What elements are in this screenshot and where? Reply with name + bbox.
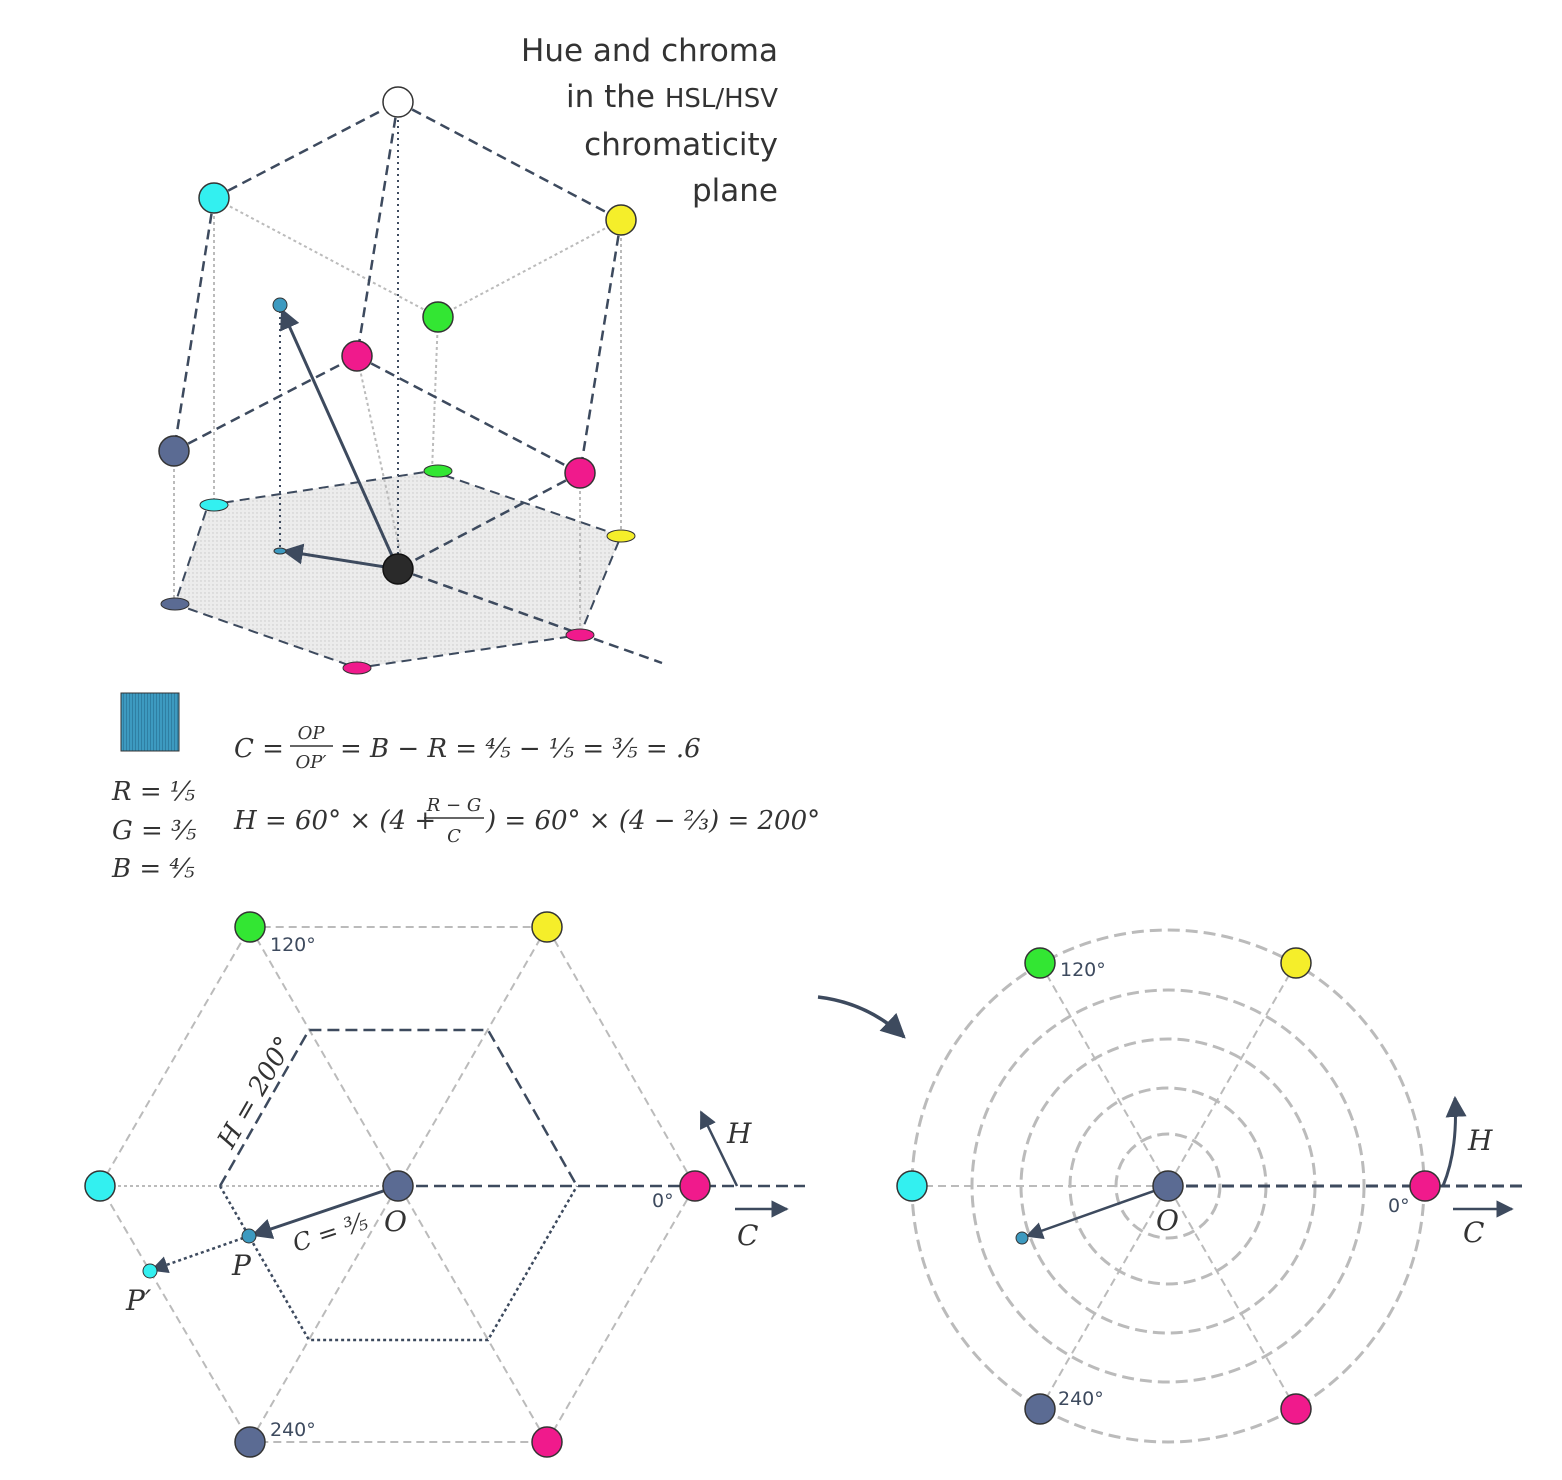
polar-magenta-red xyxy=(1409,1170,1441,1202)
hue-eq-rhs: ) = 60° × (4 − ⅔) = 200° xyxy=(485,806,820,836)
vertex-magenta-top xyxy=(341,340,373,372)
hue-eq-numerator: R − G xyxy=(426,795,481,816)
chroma-vector xyxy=(251,1184,399,1239)
title-line-2: in the HSL/HSV xyxy=(566,79,778,115)
diagram-title: Hue and chroma in the HSL/HSV chromatici… xyxy=(521,28,778,214)
vertex-yellow xyxy=(605,204,637,236)
vertex-green xyxy=(422,301,454,333)
label-point-p: P xyxy=(231,1249,252,1282)
hex-yellow xyxy=(531,911,563,943)
point-p xyxy=(241,1228,257,1244)
proj-magenta-dot-right xyxy=(565,628,595,642)
point-p-prime xyxy=(142,1263,158,1279)
hex-magenta xyxy=(531,1426,563,1458)
hex-label-240: 240° xyxy=(270,1419,316,1441)
polar-label-origin: O xyxy=(1156,1204,1179,1237)
polar-cyan xyxy=(896,1170,928,1202)
value-r: R = ⅕ xyxy=(111,777,195,807)
sample-point-3d xyxy=(272,297,288,313)
hex-label-0: 0° xyxy=(652,1190,674,1212)
proj-green-dot xyxy=(423,464,453,478)
label-hue-value: H = 200° xyxy=(212,1031,300,1154)
chroma-eq-rhs: = B − R = ⅘ − ⅕ = ⅗ = .6 xyxy=(340,734,701,764)
vertex-black xyxy=(382,553,414,585)
vertex-cyan xyxy=(198,182,230,214)
polar-hue-arrow xyxy=(1441,1095,1467,1187)
polar-yellow xyxy=(1280,947,1312,979)
hue-equation: H = 60° × (4 + R − G C ) = 60° × (4 − ⅔)… xyxy=(233,795,820,847)
title-line-4: plane xyxy=(691,173,778,209)
proj-cyan-dot xyxy=(199,498,229,512)
hex-label-120: 120° xyxy=(270,934,316,956)
polar-magenta xyxy=(1280,1393,1312,1425)
value-b: B = ⅘ xyxy=(111,854,195,884)
prism-3d xyxy=(158,86,663,675)
hex-green xyxy=(234,911,266,943)
title-line-1: Hue and chroma xyxy=(521,33,778,69)
proj-yellow-dot xyxy=(606,529,636,543)
polar-sample-vector xyxy=(1025,1184,1169,1239)
chroma-eq-numerator: OP xyxy=(298,723,326,744)
hexagon-diagram: 120° 240° 0° O P P′ C = ⅗ H = 200° H C xyxy=(84,911,805,1458)
polar-label-120: 120° xyxy=(1060,959,1106,981)
polar-blue xyxy=(1024,1393,1056,1425)
transform-arrow xyxy=(817,995,906,1039)
polar-label-0: 0° xyxy=(1388,1195,1410,1217)
sample-values: R = ⅕ G = ⅗ B = ⅘ xyxy=(111,777,196,884)
polar-label-240: 240° xyxy=(1058,1388,1104,1410)
polar-green xyxy=(1024,947,1056,979)
proj-blue-dot xyxy=(160,597,190,611)
sample-color-swatch xyxy=(120,692,180,752)
polar-axis-c-label: C xyxy=(1463,1216,1484,1249)
hex-magenta-red xyxy=(679,1170,711,1202)
vertex-blue xyxy=(158,435,190,467)
label-point-p-prime: P′ xyxy=(125,1284,152,1317)
polar-axis-h-label: H xyxy=(1467,1124,1493,1157)
vertex-magenta-right xyxy=(564,457,596,489)
hex-axis-c-label: C xyxy=(737,1219,758,1252)
hex-label-origin: O xyxy=(384,1205,407,1238)
vertex-white xyxy=(382,86,414,118)
hue-eq-denominator: C xyxy=(447,826,461,847)
vector-sample-3d xyxy=(280,308,400,570)
hue-direction-arrow xyxy=(699,1110,739,1187)
polar-origin xyxy=(1152,1170,1184,1202)
chroma-equation: C = OP OP′ = B − R = ⅘ − ⅕ = ⅗ = .6 xyxy=(234,723,701,773)
polar-diagram: 120° 240° 0° O H C xyxy=(896,928,1522,1444)
hex-axis-h-label: H xyxy=(726,1117,752,1150)
chroma-eq-lhs: C = xyxy=(234,734,284,764)
value-g: G = ⅗ xyxy=(112,816,196,846)
hex-cyan xyxy=(84,1170,116,1202)
label-chroma-value: C = ⅗ xyxy=(289,1207,371,1257)
hex-blue xyxy=(234,1426,266,1458)
vector-sample-projected xyxy=(281,543,399,571)
proj-magenta-dot-bottom xyxy=(342,661,372,675)
hex-origin xyxy=(382,1170,414,1202)
title-line-3: chromaticity xyxy=(584,127,778,163)
chroma-eq-denominator: OP′ xyxy=(296,752,327,773)
proj-sample-dot xyxy=(273,547,287,555)
polar-sample-point xyxy=(1015,1231,1029,1245)
hue-eq-lhs: H = 60° × (4 + xyxy=(233,806,436,836)
